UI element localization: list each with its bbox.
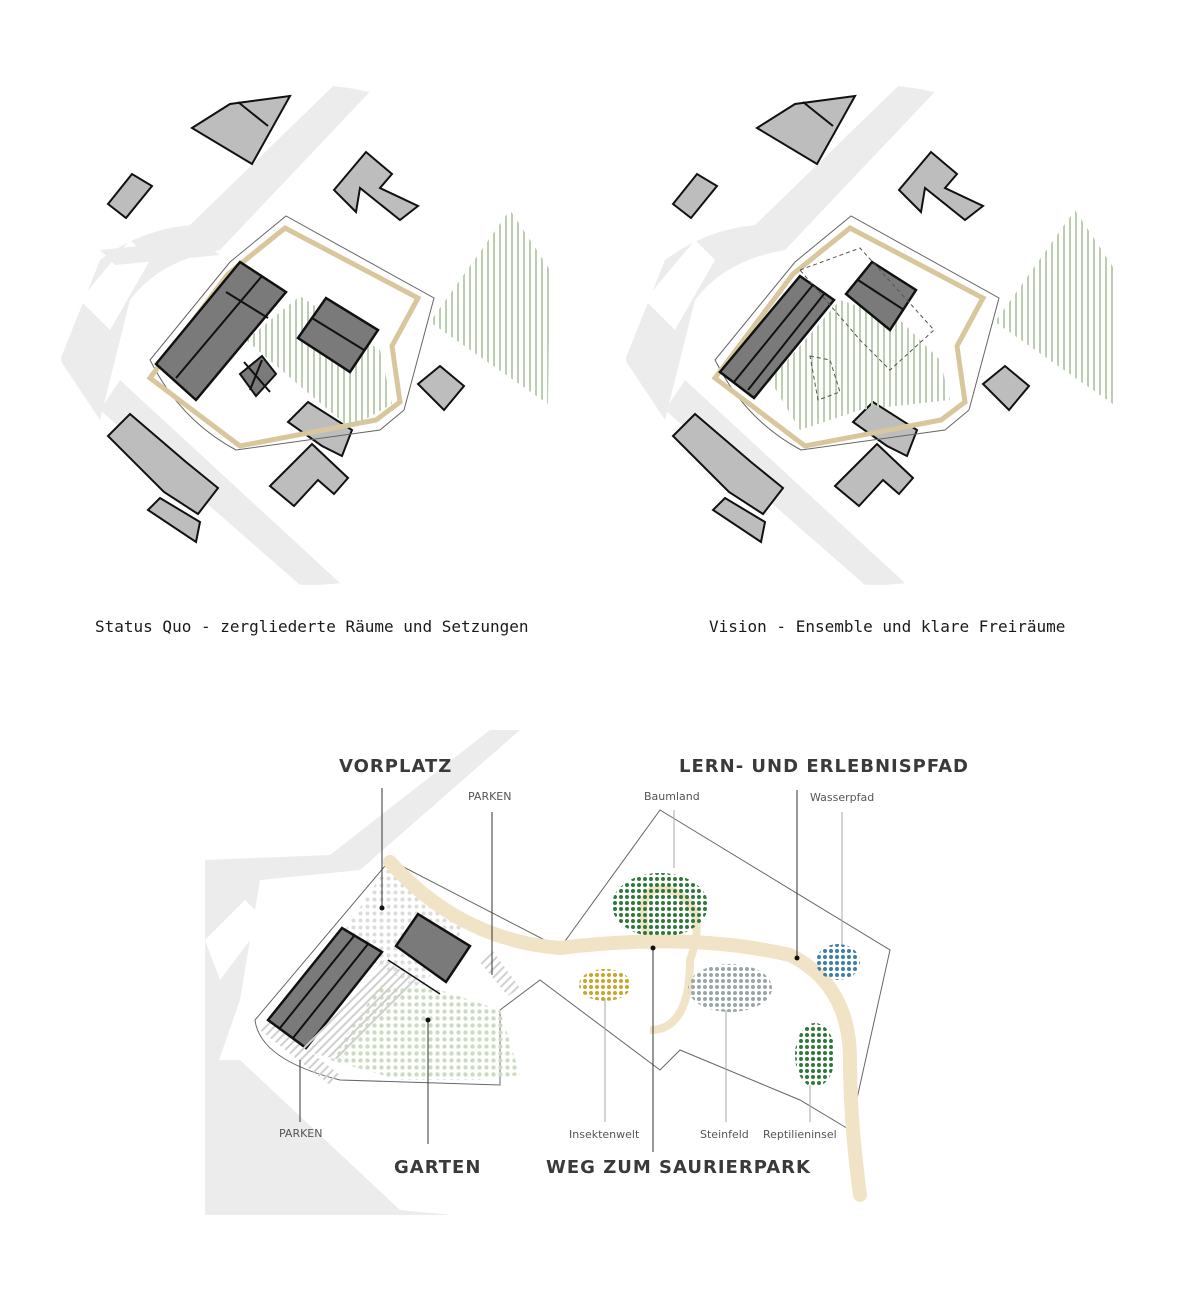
site-boundary: [254, 809, 891, 1131]
wasserpfad-area: [816, 944, 860, 980]
site-boundary: [149, 215, 435, 451]
site-band: [146, 225, 422, 449]
green-field: [995, 210, 1115, 404]
neighbor-building: [711, 496, 767, 544]
site-band: [711, 225, 987, 449]
label-lernpfad: LERN- UND ERLEBNISPFAD: [679, 756, 969, 777]
main-building: [718, 274, 836, 400]
garden-area: [770, 300, 950, 430]
neighbor-building: [833, 442, 915, 508]
master-plan: VORPLATZ LERN- UND ERLEBNISPFAD GARTEN W…: [205, 730, 969, 1215]
road: [205, 900, 265, 980]
neighbor-building: [671, 172, 719, 220]
label-steinfeld: Steinfeld: [700, 1128, 749, 1141]
label-vorplatz: VORPLATZ: [339, 756, 452, 777]
reptilieninsel-area: [795, 1023, 835, 1087]
terrace-area: [300, 960, 420, 1060]
green-field: [430, 210, 550, 404]
road: [665, 380, 945, 585]
neighbor-building: [755, 94, 857, 166]
main-building: [154, 260, 288, 402]
neighbor-building: [268, 442, 350, 508]
neighbor-building: [106, 172, 154, 220]
caption-vision: Vision - Ensemble und klare Freiräume: [709, 617, 1066, 636]
vision-plan: [625, 85, 1115, 585]
main-path: [383, 855, 867, 1202]
main-building: [394, 912, 472, 984]
label-garten: GARTEN: [394, 1157, 481, 1178]
road: [205, 1060, 452, 1215]
road: [100, 240, 220, 265]
site-boundary: [714, 215, 1000, 451]
main-building-annex: [238, 354, 278, 398]
insektenwelt-area: [579, 969, 631, 1001]
neighbor-building: [416, 364, 466, 412]
status-quo-plan: [60, 85, 550, 585]
main-building: [266, 926, 384, 1050]
neighbor-building: [332, 150, 420, 222]
steinfeld-area: [688, 964, 772, 1012]
label-baumland: Baumland: [644, 790, 700, 803]
road: [60, 85, 400, 420]
label-reptilieninsel: Reptilieninsel: [763, 1128, 837, 1141]
neighbor-building: [897, 150, 985, 222]
neighbor-building: [106, 412, 220, 516]
label-wasserpfad: Wasserpfad: [810, 791, 874, 804]
dashed-outline: [799, 247, 935, 371]
neighbor-building: [671, 412, 785, 516]
parking-area: [260, 1020, 340, 1085]
neighbor-building: [190, 94, 292, 166]
road: [625, 85, 965, 420]
label-insektenwelt: Insektenwelt: [569, 1128, 640, 1141]
dashed-outline: [809, 355, 841, 401]
caption-status-quo: Status Quo - zergliederte Räume und Setz…: [95, 617, 529, 636]
road: [645, 240, 715, 330]
garden-area: [246, 296, 392, 428]
neighbor-building: [146, 496, 202, 544]
parking-area: [478, 950, 520, 996]
label-weg: WEG ZUM SAURIERPARK: [546, 1157, 811, 1178]
label-parken-bottom: PARKEN: [279, 1127, 323, 1140]
neighbor-building: [981, 364, 1031, 412]
road: [100, 380, 380, 585]
baumland-area: [612, 873, 708, 937]
label-parken-top: PARKEN: [468, 790, 512, 803]
